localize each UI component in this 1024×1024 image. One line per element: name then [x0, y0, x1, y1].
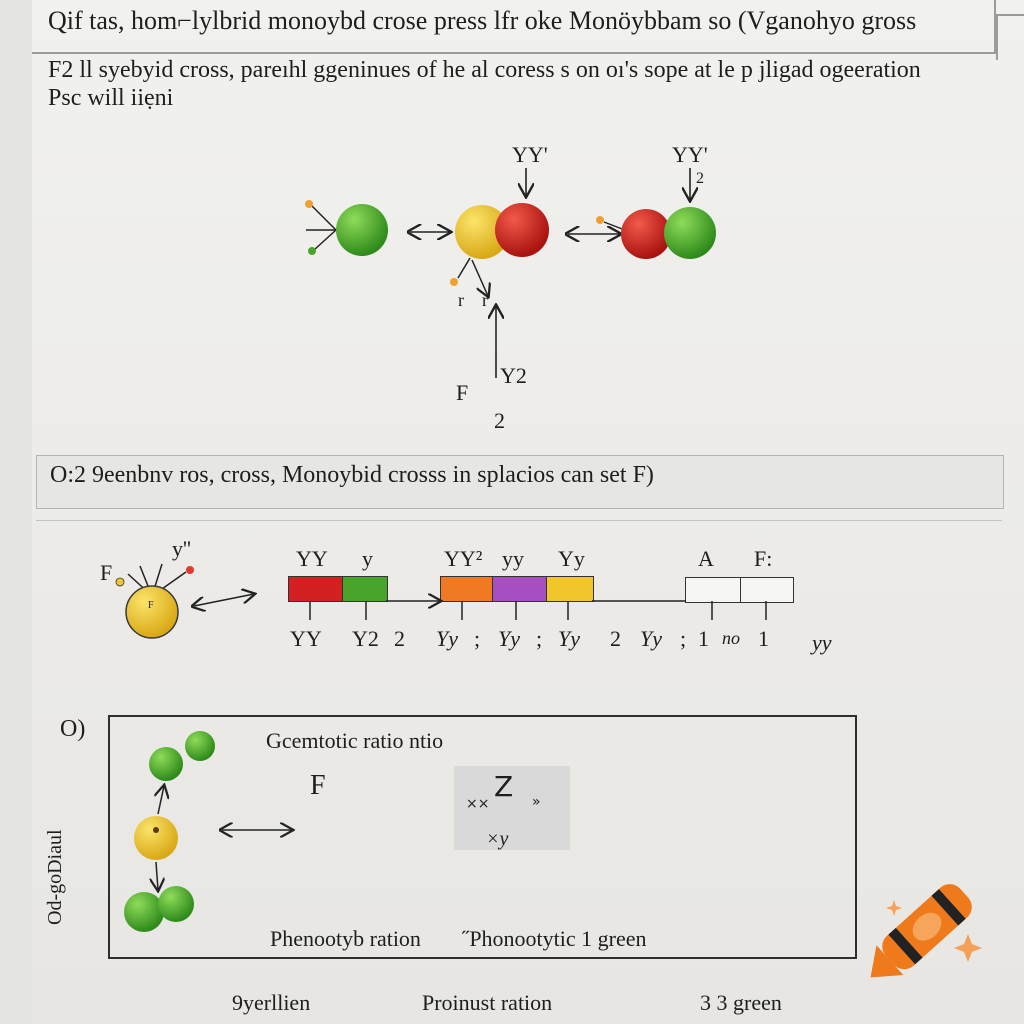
title-frame-corner [996, 14, 1024, 60]
strip-bottom-label: Yy [640, 626, 662, 651]
strip-bottom-label: Yy [558, 626, 580, 651]
strip-top-label: Yy [558, 546, 585, 571]
strip-top-label: y [362, 546, 373, 571]
strip-top-label: yy [502, 546, 524, 571]
top-molecule-left [305, 200, 388, 256]
strip-bottom-label: YY [290, 626, 322, 651]
parent-molecule-letter: F [148, 600, 154, 611]
allele-strip-purple [492, 576, 548, 602]
phenotype-ratio-right: ˝Phonootytic 1 green [462, 926, 647, 951]
strip-bottom-label: ; [680, 626, 687, 651]
strip-top-label: A [698, 546, 714, 571]
allele-strip-orange [440, 576, 494, 602]
strip-bottom-label: 2 [394, 626, 405, 651]
section-2-band [36, 455, 1004, 509]
ratio-x-right: » [532, 794, 541, 810]
strip-bottom-label: no [722, 628, 740, 648]
label-small-r-1: r [458, 290, 464, 310]
footer-left: 9yerllien [232, 990, 311, 1015]
parent-molecule-yellow: F [115, 563, 194, 639]
footer-right: 3 3 green [700, 990, 782, 1015]
label-yy-right: YY' [672, 142, 708, 167]
label-yy-left: YY' [512, 142, 548, 167]
strip-bottom-label: ; [536, 626, 543, 651]
strip-bottom-label: Yy [436, 626, 458, 651]
allele-strip-green [342, 576, 388, 602]
sparkle-icon [886, 900, 982, 962]
footer-middle: Proinust ration [422, 990, 553, 1015]
allele-strip-empty [740, 577, 794, 603]
label-generation-2: 2 [494, 408, 505, 433]
ratio-display-box [454, 766, 570, 850]
strip-bottom-label: ; [474, 626, 481, 651]
allele-strip-empty [685, 577, 741, 603]
ratio-panel [108, 715, 857, 959]
strip-connectors [309, 601, 767, 620]
crayon-icon [870, 884, 972, 978]
strip-bottom-label: 2 [610, 626, 621, 651]
parent-arrow [194, 594, 254, 606]
strip-bottom-label: 1 [758, 626, 769, 651]
strip-bottom-label: Yy [498, 626, 520, 651]
ratio-f-label: F [310, 770, 326, 801]
allele-strip-yellow [546, 576, 594, 602]
strip-top-label: F: [754, 546, 773, 571]
page-title: Qif tas, hom⌐lylbrid monoybd crose press… [48, 6, 917, 35]
strip-top-label: YY² [444, 546, 483, 571]
section-3-label: O) [60, 716, 86, 742]
strip-top-label: YY [296, 546, 328, 571]
divider-line [36, 520, 1002, 521]
top-molecule-center [450, 168, 549, 378]
ratio-y: ×y [486, 828, 509, 850]
label-y2: Y2 [500, 363, 527, 388]
phenotype-ratio-left: Phenootyb ration [270, 926, 421, 951]
section3-molecule-chain [124, 731, 215, 932]
strip-bottom-label: 1 [698, 626, 709, 651]
strip-bottom-label: yy [812, 630, 832, 655]
title-frame [32, 0, 996, 54]
ratio-x-left: ×× [466, 796, 490, 812]
top-molecule-right [596, 168, 716, 259]
genotypic-ratio-heading: Gcemtotic ratio ntio [266, 728, 444, 753]
worksheet-page [32, 0, 1024, 1024]
label-f-generation: F [456, 380, 469, 405]
intro-text: F2 ll syebyid cross, pareıhl ggeninues o… [48, 57, 921, 111]
label-small-r-2: r [482, 290, 488, 310]
strip-bottom-label: Y2 [352, 626, 379, 651]
section-2-heading: O:2 9eenbnv ros, cross, Monoybid crosss … [50, 462, 654, 488]
allele-strip-red [288, 576, 344, 602]
label-y-allele: y'' [172, 536, 191, 561]
ratio-z: Z [494, 770, 514, 803]
label-f-parent: F [100, 560, 113, 585]
label-superscript-2: 2 [696, 170, 704, 187]
